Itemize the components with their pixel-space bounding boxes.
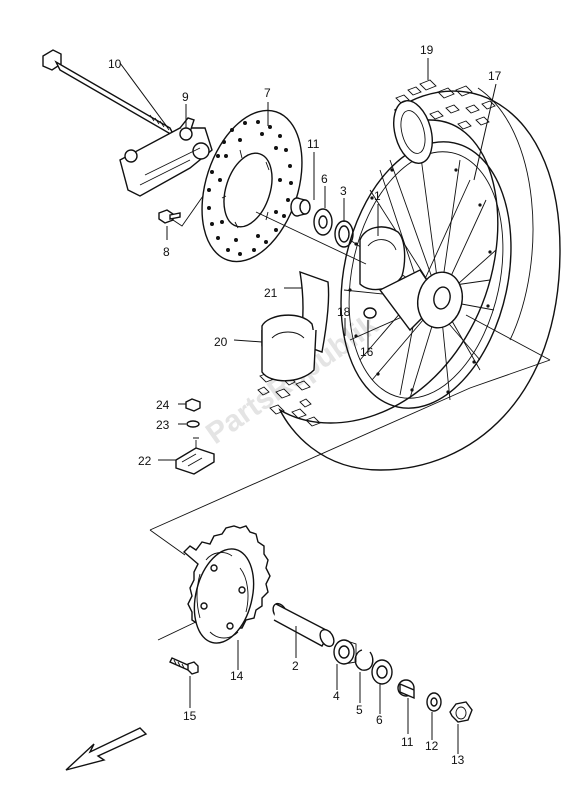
rim-lock[interactable] [387, 96, 438, 167]
wheel-hub[interactable] [359, 226, 467, 332]
callout-15: 15 [183, 709, 197, 723]
hub-bolt[interactable] [363, 307, 377, 319]
callout-21: 21 [264, 286, 278, 300]
callout-23: 23 [156, 418, 170, 432]
callout-24: 24 [156, 398, 170, 412]
callout-6-upper: 6 [321, 172, 328, 186]
callout-10: 10 [108, 57, 122, 71]
rim-lock-body[interactable] [175, 437, 215, 475]
leader-lines [119, 58, 497, 754]
valve-washer[interactable] [186, 420, 200, 428]
callout-16: 16 [360, 345, 374, 359]
callout-20: 20 [214, 335, 228, 349]
callout-11-lower: 11 [401, 735, 414, 749]
sprocket-bolt[interactable] [169, 657, 199, 675]
callout-12: 12 [425, 739, 439, 753]
callout-8: 8 [163, 245, 170, 259]
bolt[interactable] [158, 209, 181, 224]
callout-5: 5 [356, 703, 363, 717]
rim-and-spokes[interactable] [318, 126, 535, 424]
washer[interactable] [426, 692, 442, 712]
tire[interactable] [278, 87, 561, 471]
callout-13: 13 [451, 753, 465, 767]
valve-nut[interactable] [185, 398, 201, 412]
callout-17: 17 [488, 69, 502, 83]
callout-4: 4 [333, 689, 340, 703]
inner-tube[interactable] [261, 314, 317, 382]
callout-19: 19 [420, 43, 434, 57]
callout-11-upper: 11 [307, 137, 320, 151]
arrow-icon [65, 727, 148, 771]
callout-22: 22 [138, 454, 152, 468]
brake-caliper-bracket[interactable] [119, 117, 213, 197]
sprocket-guide-plane [149, 359, 551, 556]
callout-2: 2 [292, 659, 299, 673]
bearing-lower[interactable] [333, 639, 357, 665]
axle[interactable] [42, 49, 176, 138]
callout-14: 14 [230, 669, 244, 683]
spacer-lower[interactable] [397, 679, 415, 700]
callout-18: 18 [337, 305, 351, 319]
spacer-tube[interactable] [270, 601, 336, 649]
callout-9: 9 [182, 90, 189, 104]
circlip[interactable] [354, 649, 374, 671]
bearing-upper[interactable] [313, 208, 333, 236]
bearing-lower-outer[interactable] [371, 659, 393, 685]
callout-6-lower: 6 [376, 713, 383, 727]
callout-1: 1 [374, 189, 381, 203]
rear-sprocket[interactable] [182, 525, 271, 649]
callout-3: 3 [340, 184, 347, 198]
spacer-upper[interactable] [290, 197, 311, 217]
callout-7: 7 [264, 86, 271, 100]
hub-guide-line [255, 211, 551, 361]
callout-labels: 10 9 7 11 6 3 1 8 19 17 21 20 18 16 24 2… [108, 43, 502, 767]
axle-nut[interactable] [449, 701, 473, 723]
brake-disc[interactable] [184, 98, 320, 275]
oil-seal[interactable] [334, 220, 354, 248]
